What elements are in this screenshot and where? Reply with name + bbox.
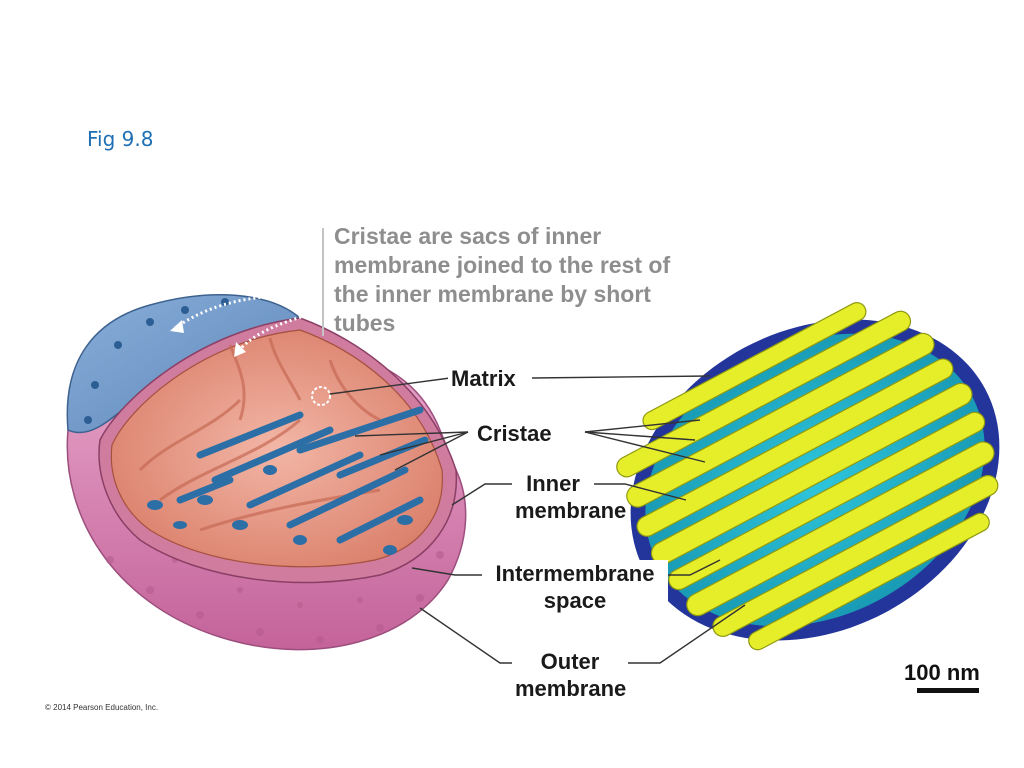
scale-bar-label: 100 nm: [904, 660, 980, 685]
copyright: © 2014 Pearson Education, Inc.: [45, 703, 159, 712]
caption-arrow-1: [174, 294, 326, 330]
label-outer-membrane: Outer membrane: [512, 648, 628, 702]
outer-membrane-pores: [106, 551, 444, 644]
tomogram-mitochondrion: [616, 302, 1000, 651]
label-intermembrane-space: Intermembrane space: [482, 560, 668, 614]
cristae-tube-openings: [147, 465, 413, 555]
caption-rule: [322, 228, 324, 336]
figure-title: Fig 9.8: [87, 127, 154, 151]
label-inner-membrane: Inner membrane: [512, 470, 626, 524]
tomogram-cristae: [616, 302, 999, 651]
cutaway-mitochondrion: [66, 294, 467, 651]
caption-arrow-2: [236, 308, 326, 353]
label-matrix: Matrix: [448, 365, 519, 392]
leader-lines: [329, 375, 746, 664]
label-cristae: Cristae: [474, 420, 555, 447]
scale-bar: [917, 688, 979, 693]
cap-pores: [84, 298, 229, 424]
caption: Cristae are sacs of inner membrane joine…: [334, 223, 671, 336]
cristae-bands: [176, 406, 429, 544]
matrix-indicator: [311, 386, 331, 406]
